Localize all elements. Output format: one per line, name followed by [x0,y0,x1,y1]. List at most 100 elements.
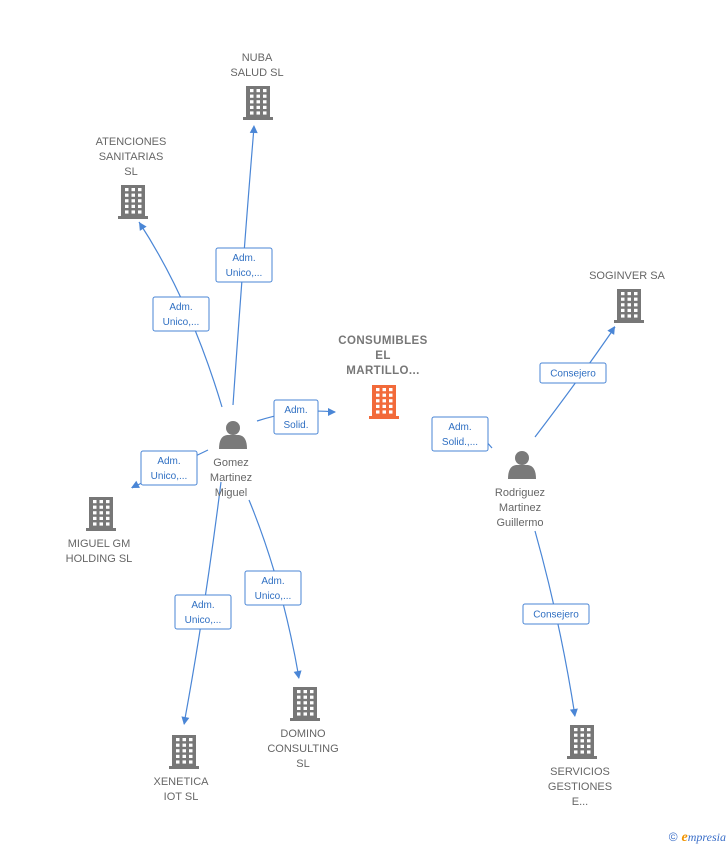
node-label: SL [124,166,137,178]
node-label: GESTIONES [548,781,612,793]
node-label: DOMINO [280,728,326,740]
building-window [93,511,97,515]
node-soginver[interactable]: SOGINVER SA [589,270,666,323]
building-window [310,695,314,699]
building-window [621,292,625,296]
building-window [131,210,135,214]
node-label: E... [572,796,589,808]
building-window [376,404,380,408]
node-label: XENETICA [153,776,209,788]
node-servicios[interactable]: SERVICIOSGESTIONESE... [548,725,612,808]
edge-gomez-nuba[interactable]: Adm.Unico,... [215,125,273,406]
building-window [99,516,103,520]
building-icon [567,725,597,759]
building-window [574,739,578,743]
edge-rodriguez-soginver[interactable]: Consejero [534,324,618,438]
person-body [508,465,536,479]
empresia-logo: ©empresia [668,830,726,845]
person-head [226,421,240,435]
building-window [250,105,254,109]
building-window [621,308,625,312]
building-window [621,314,625,318]
building-window [382,393,386,397]
edge-label-text: Adm. [261,576,284,587]
building-window [580,744,584,748]
arrow-head-icon [607,326,615,335]
building-window [125,193,129,197]
edge-label-text: Consejero [550,369,596,380]
edge-gomez-xenetica[interactable]: Adm.Unico,... [174,481,232,726]
building-window [125,210,129,214]
edge-label-text: Adm. [157,456,180,467]
building-icon [290,687,320,721]
building-window [99,505,103,509]
node-label: Rodriguez [495,487,545,499]
node-label: Gomez [213,457,248,469]
node-label: MIGUEL GM [68,538,131,550]
building-window [303,690,307,694]
building-window [176,749,180,753]
building-window [310,701,314,705]
node-consumibles[interactable]: CONSUMIBLESELMARTILLO... [338,335,427,419]
building-window [376,410,380,414]
building-window [376,393,380,397]
edge-rodriguez-servicios[interactable]: Consejero [522,530,590,718]
building-window [250,111,254,115]
building-window [256,111,260,115]
building-window [634,314,638,318]
person-icon [508,451,536,479]
building-window [182,749,186,753]
building-window [176,738,180,742]
node-label: NUBA [242,52,273,64]
building-window [587,750,591,754]
arrow-head-icon [293,670,302,679]
edge-label-text: Unico,... [151,471,188,482]
node-label: Martinez [210,472,252,484]
building-window [627,297,631,301]
building-window [574,744,578,748]
node-label: CONSUMIBLES [338,335,427,347]
edge-label-box [215,247,273,283]
building-icon [614,289,644,323]
edge-label-text: Adm. [191,600,214,611]
edge-label-box [273,399,319,435]
building-window [138,204,142,208]
building-window [106,500,110,504]
building-window [627,292,631,296]
building-window [310,706,314,710]
edge-label-text: Consejero [533,610,579,621]
arrow-head-icon [131,480,140,488]
building-base [290,718,320,721]
edge-gomez-consumibles[interactable]: Adm.Solid. [256,399,336,435]
building-base [86,528,116,531]
building-window [106,511,110,515]
building-window [256,89,260,93]
building-window [125,204,129,208]
building-window [310,690,314,694]
building-window [580,733,584,737]
building-window [389,393,393,397]
edge-gomez-domino[interactable]: Adm.Unico,... [244,499,303,680]
building-window [93,505,97,509]
node-label: MARTILLO... [346,365,419,377]
building-base [369,416,399,419]
building-window [99,522,103,526]
building-base [118,216,148,219]
edge-rodriguez-consumibles[interactable]: Adm.Solid.,... [431,416,493,452]
node-label: Miguel [215,487,247,499]
building-window [587,728,591,732]
edge-gomez-miguelgm[interactable]: Adm. Unico,... [129,449,209,492]
building-window [382,388,386,392]
building-base [614,320,644,323]
building-window [131,188,135,192]
edge-label-box [539,362,607,384]
edge-gomez-atenciones[interactable]: Adm.Unico,... [136,220,223,408]
building-window [376,399,380,403]
